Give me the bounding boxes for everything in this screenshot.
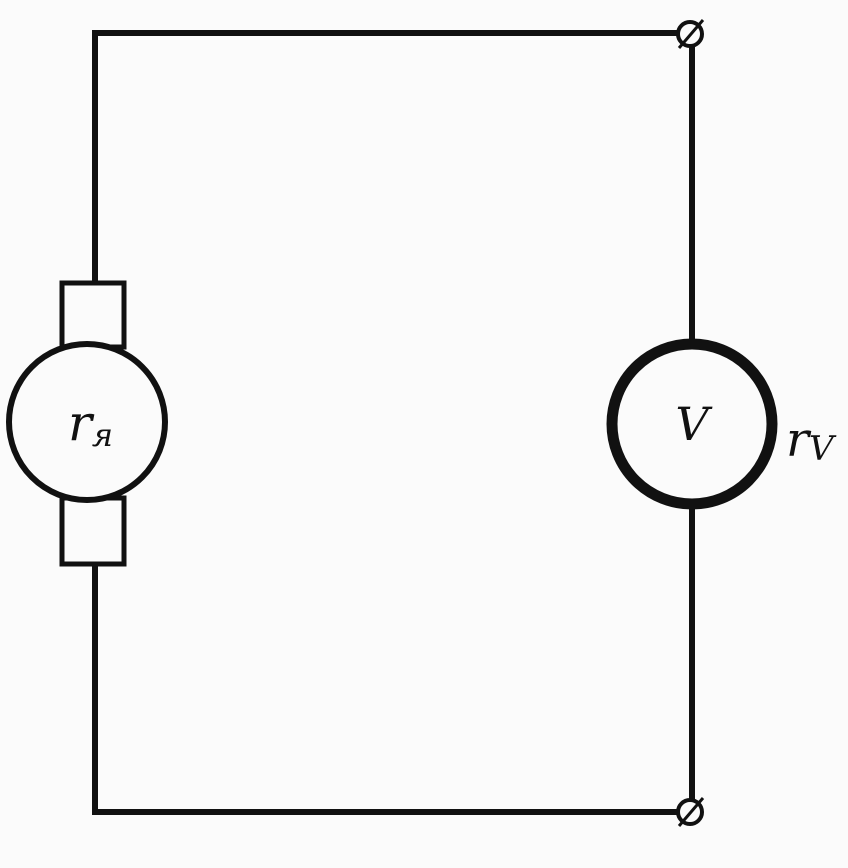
- voltmeter-circle: [606, 338, 778, 510]
- armature: rя: [6, 280, 168, 567]
- armature-label: rя: [68, 394, 113, 454]
- voltmeter-symbol: V: [675, 397, 713, 451]
- terminal-top: [676, 19, 705, 49]
- brush-top: [59, 280, 127, 350]
- voltmeter: V: [606, 338, 778, 510]
- wire-bottom: [92, 562, 691, 815]
- armature-circle: [6, 341, 168, 503]
- terminal-bottom: [676, 797, 705, 827]
- voltmeter-resistance-label: rV: [786, 412, 837, 469]
- brush-bottom: [59, 495, 127, 567]
- wire-top: [92, 30, 691, 285]
